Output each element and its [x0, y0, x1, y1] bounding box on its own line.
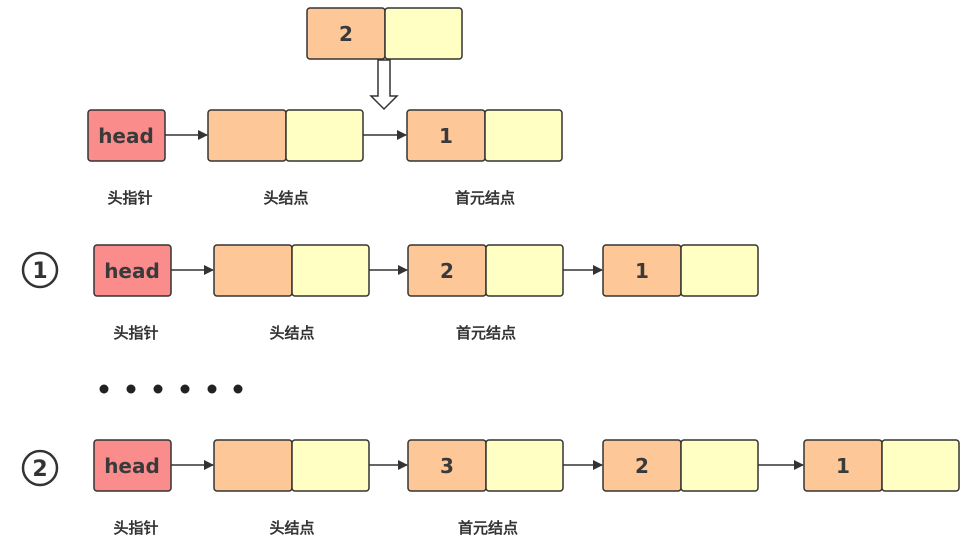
head-pointer-text: head [104, 259, 160, 283]
head-node-data-cell [207, 109, 287, 162]
ellipsis-dot [180, 384, 190, 394]
step-marker-circle [21, 251, 59, 289]
head-node-label: 头结点 [269, 519, 314, 537]
insert-down-arrow [369, 59, 399, 111]
first-node-label: 首元结点 [456, 324, 516, 342]
list-node-next-cell [484, 109, 563, 162]
list-node-next-cell [485, 244, 564, 297]
head-node-next-cell [285, 109, 364, 162]
insert-node: 2 [306, 7, 463, 60]
head-node-data-cell [213, 244, 293, 297]
head-node-data-cell [213, 439, 293, 492]
list-node-value: 2 [635, 454, 649, 478]
list-node-value: 1 [439, 124, 453, 148]
insert-node-next-cell [384, 7, 463, 60]
list-node-value: 2 [440, 259, 454, 283]
list-node-next-cell [680, 244, 759, 297]
head-pointer-text: head [104, 454, 160, 478]
list-node-next-cell [881, 439, 960, 492]
head-pointer-text: head [98, 124, 154, 148]
step-marker-circle [21, 449, 59, 487]
first-node-label: 首元结点 [455, 189, 515, 207]
list-node-next-cell [680, 439, 759, 492]
head-pointer-label: 头指针 [107, 189, 152, 207]
list-node-value: 1 [836, 454, 850, 478]
head-node-label: 头结点 [269, 324, 314, 342]
head-node-label: 头结点 [263, 189, 308, 207]
row-step-2: 2 head 3 2 1 头指针 头结点 首元结点 [21, 439, 960, 537]
ellipsis-dot [153, 384, 163, 394]
ellipsis-dot [233, 384, 243, 394]
ellipsis-dot [207, 384, 217, 394]
list-node-value: 1 [635, 259, 649, 283]
ellipsis-dot [126, 384, 136, 394]
row-0: head 1 头指针 头结点 首元结点 [87, 109, 563, 207]
row-step-1: 1 head 2 1 头指针 头结点 首元结点 [21, 244, 759, 342]
head-node-next-cell [291, 439, 370, 492]
head-pointer-label: 头指针 [113, 324, 158, 342]
head-node-next-cell [291, 244, 370, 297]
list-node-value: 3 [440, 454, 454, 478]
insert-node-value: 2 [339, 22, 353, 46]
step-marker-1: 1 [32, 259, 47, 284]
step-marker-2: 2 [32, 457, 47, 482]
ellipsis-dot [99, 384, 109, 394]
head-pointer-label: 头指针 [113, 519, 158, 537]
first-node-label: 首元结点 [458, 519, 518, 537]
list-node-next-cell [485, 439, 564, 492]
ellipsis-dots [99, 384, 243, 394]
